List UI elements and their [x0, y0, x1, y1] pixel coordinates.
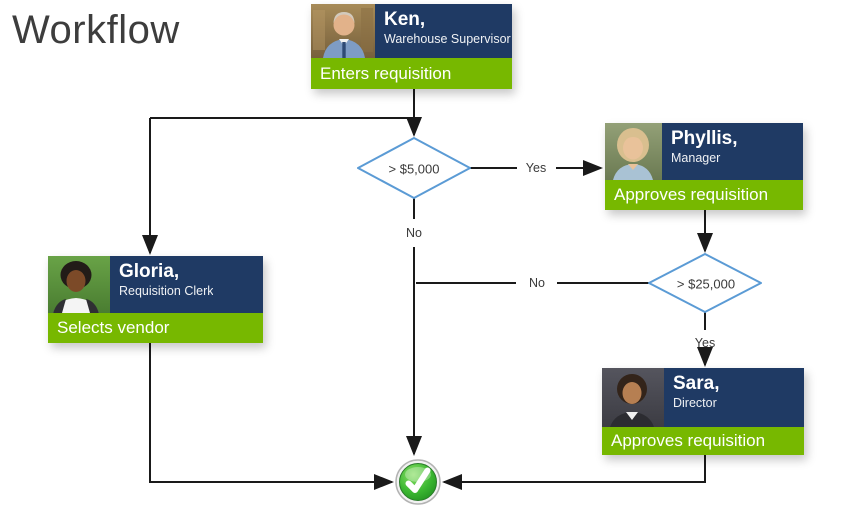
- decision-25000-shape: [648, 253, 762, 313]
- sara-photo: [602, 368, 664, 427]
- person-role: Director: [673, 395, 717, 410]
- person-role: Warehouse Supervisor: [384, 31, 511, 46]
- person-role: Manager: [671, 150, 721, 165]
- person-name: Ken,: [384, 9, 426, 30]
- person-name: Sara,: [673, 373, 720, 394]
- action-label: Selects vendor: [48, 313, 263, 343]
- edge-label-d5000-no: No: [406, 226, 422, 240]
- person-name: Phyllis,: [671, 128, 738, 149]
- phyllis-photo: [605, 123, 662, 180]
- edge-label-d25000-yes: Yes: [694, 336, 716, 350]
- node-sara: Sara, Director Approves requisition: [602, 368, 804, 455]
- gloria-photo: [48, 256, 110, 313]
- node-ken: Ken, Warehouse Supervisor Enters requisi…: [311, 4, 512, 89]
- connector-gloria-to-check: [149, 343, 394, 490]
- check-circle-icon: [395, 459, 441, 505]
- node-phyllis: Phyllis, Manager Approves requisition: [605, 123, 803, 210]
- node-gloria: Gloria, Requisition Clerk Selects vendor: [48, 256, 263, 343]
- decision-5000-label: > $5,000: [388, 161, 440, 177]
- connector-sara-to-check: [442, 455, 706, 490]
- action-label: Approves requisition: [605, 180, 803, 210]
- decision-25000-label: > $25,000: [676, 276, 736, 292]
- ken-photo: [311, 4, 375, 58]
- person-name: Gloria,: [119, 261, 180, 282]
- action-label: Approves requisition: [602, 427, 804, 455]
- terminal-approved: [394, 458, 442, 506]
- action-label: Enters requisition: [311, 58, 512, 89]
- decision-5000-shape: [357, 137, 471, 199]
- edge-label-d25000-no: No: [529, 276, 545, 290]
- edge-label-d5000-yes: Yes: [525, 161, 547, 175]
- page-title: Workflow: [12, 8, 180, 52]
- person-role: Requisition Clerk: [119, 283, 214, 298]
